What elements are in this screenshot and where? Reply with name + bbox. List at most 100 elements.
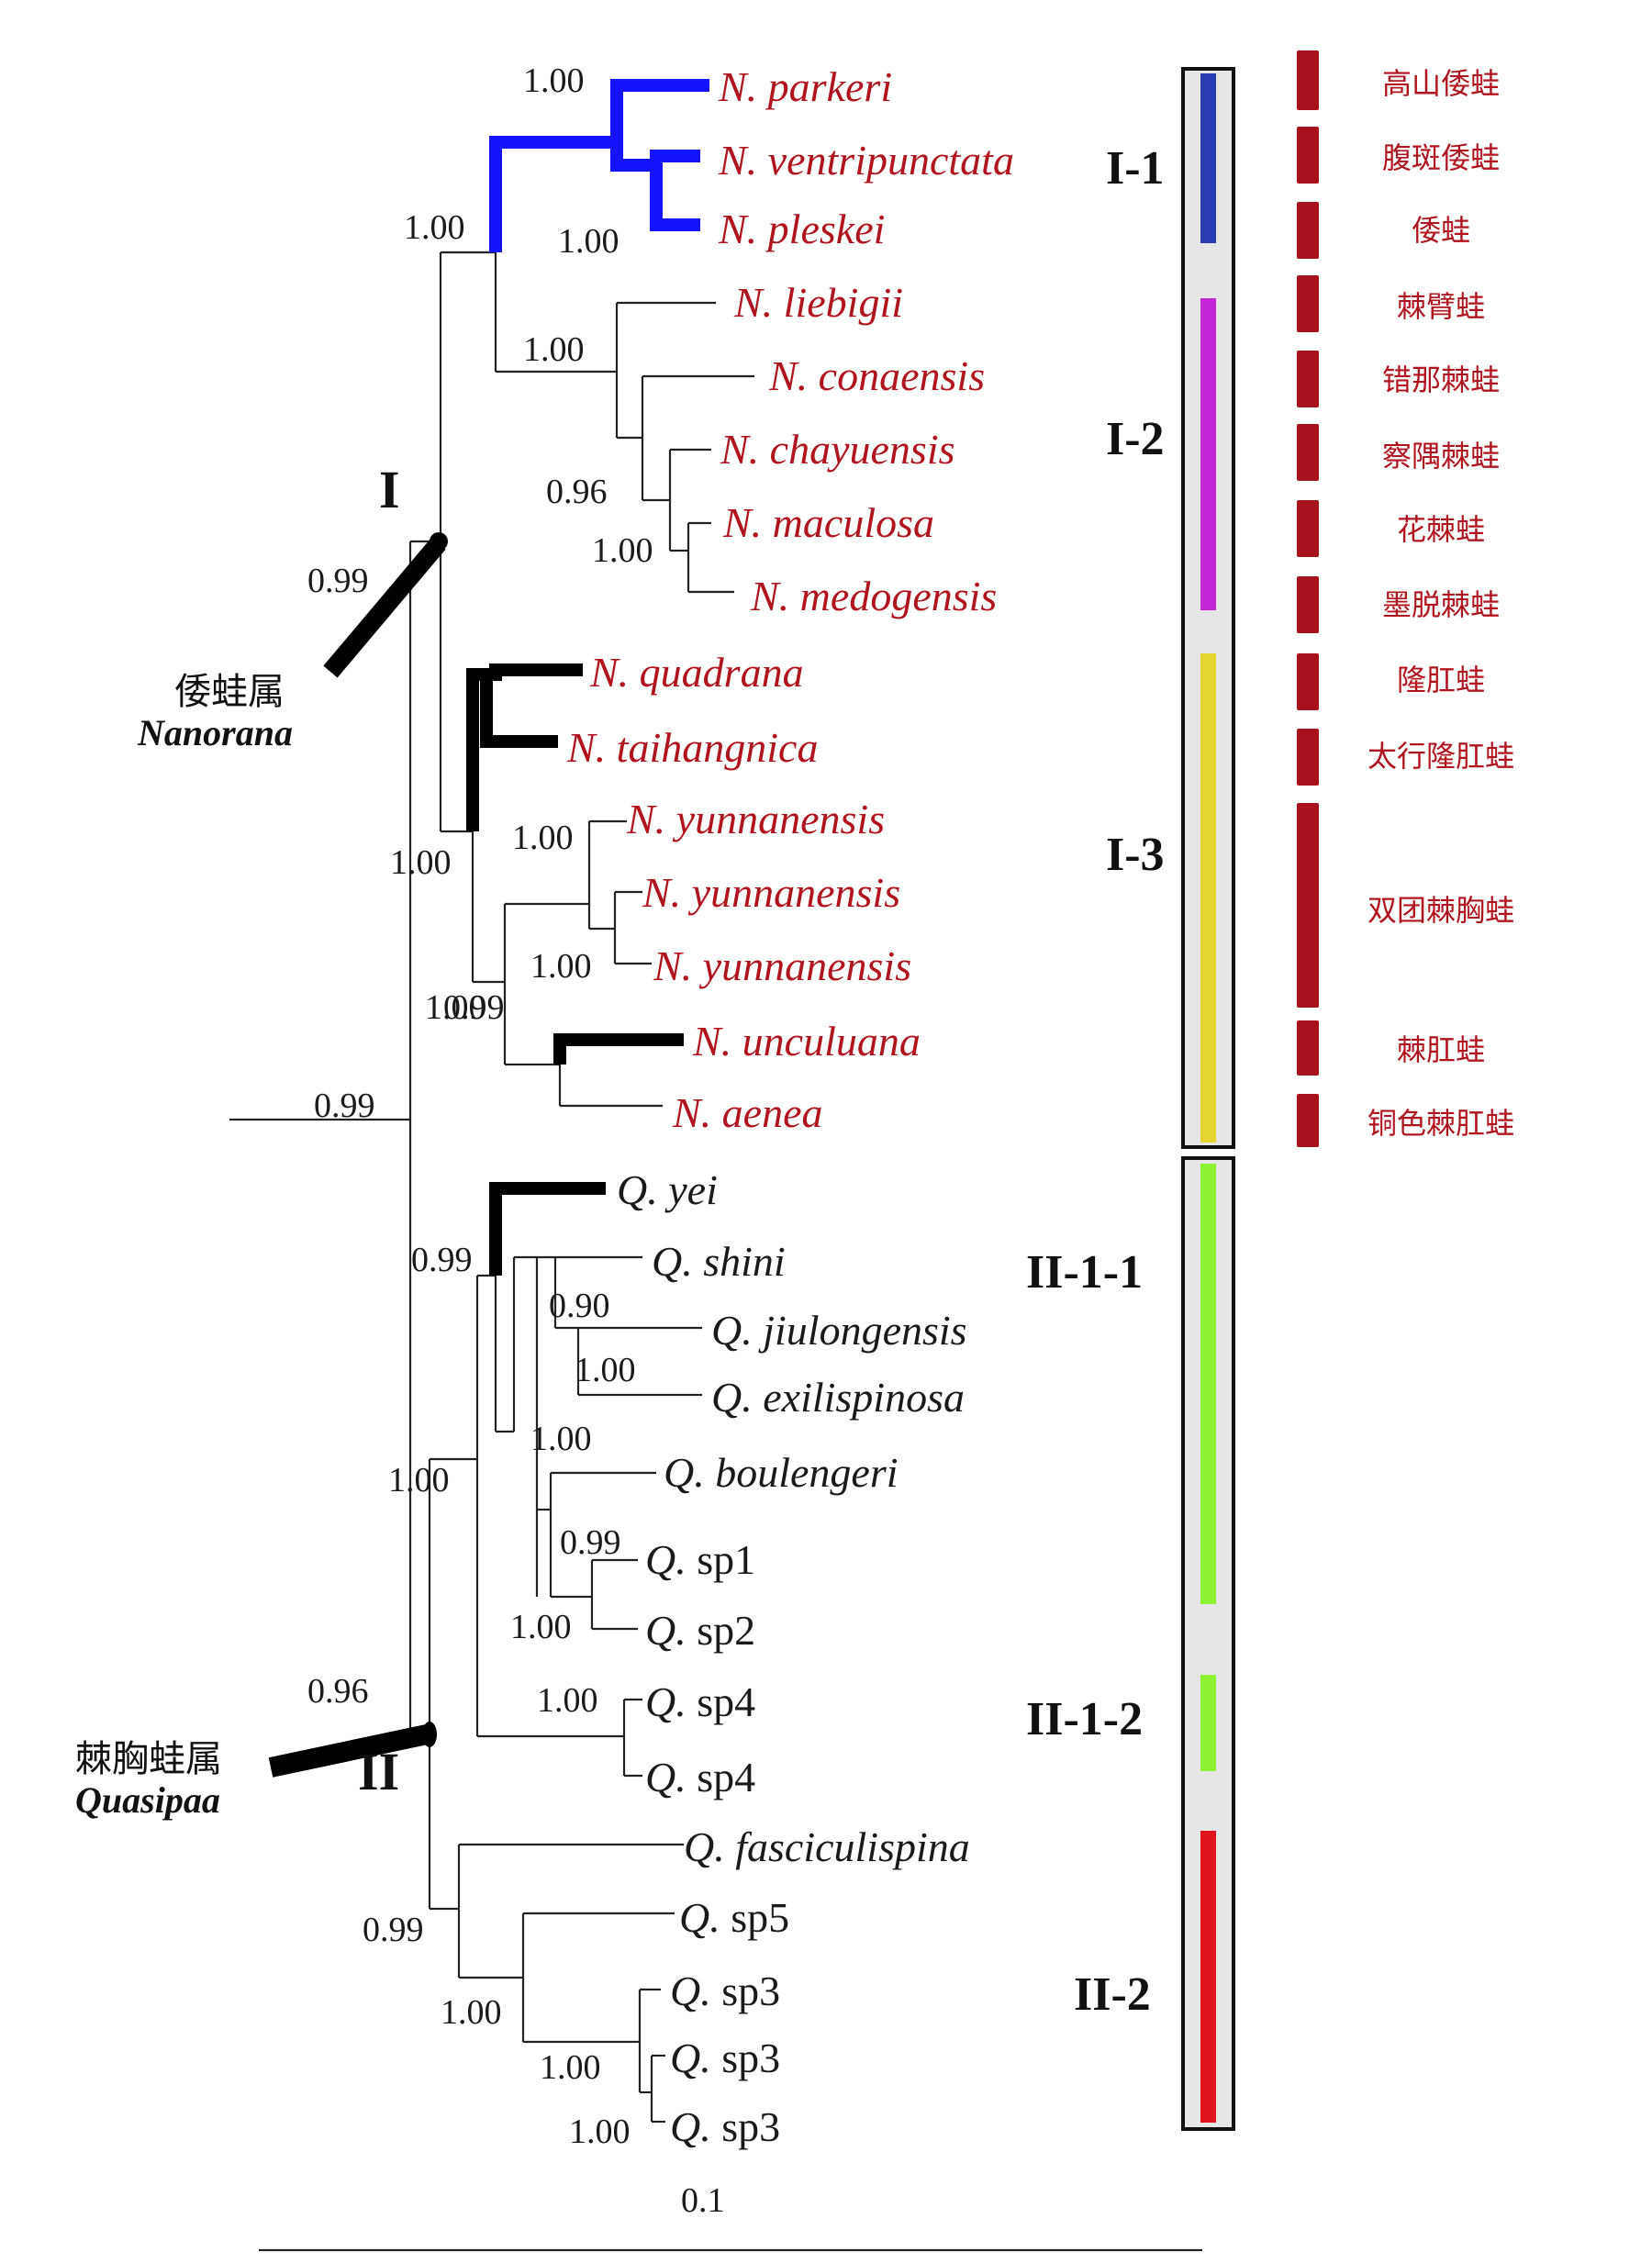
- tip-epithet: jiulongensis: [758, 1307, 966, 1354]
- chinese-species-name: 棘臂蛙: [1397, 289, 1485, 324]
- support-value: 1.00: [388, 1461, 450, 1499]
- chinese-name-bar: [1297, 424, 1319, 481]
- tip-epithet: sp4: [697, 1678, 755, 1725]
- tip-label-quasipaa: Q. jiulongensis: [711, 1307, 967, 1354]
- support-values: 1.00 1.00 1.00 1.00 0.96 1.00 0.99 1.00 1.00 0.99…: [307, 61, 653, 2151]
- support-value: 1.00: [575, 1351, 636, 1389]
- genus-pointers: [268, 532, 448, 1778]
- clade-label-II-1-1: II-1-1: [1026, 1246, 1143, 1299]
- thick-branch-quadrana: [486, 663, 583, 681]
- major-clade-label-I: I: [379, 460, 400, 519]
- chinese-name-bar: [1297, 729, 1319, 786]
- tip-label-quasipaa: Q. sp4: [645, 1678, 755, 1725]
- clade-label-I-2: I-2: [1106, 413, 1165, 465]
- support-value: 1.00: [404, 208, 465, 247]
- support-value: 0.99: [443, 988, 505, 1027]
- support-value: 1.00: [558, 222, 620, 261]
- tip-label-nanorana: N. taihangnica: [566, 724, 818, 771]
- support-value: 0.99: [560, 1523, 621, 1562]
- tip-label-nanorana: N. maculosa: [722, 499, 934, 546]
- chinese-name-bar: [1297, 202, 1319, 259]
- tip-label-quasipaa: Q. sp3: [670, 2103, 780, 2150]
- chinese-species-name: 太行隆肛蛙: [1367, 739, 1514, 774]
- major-clade-label-II: II: [358, 1742, 399, 1801]
- tip-epithet: shini: [703, 1238, 785, 1285]
- tip-genus: Q.: [670, 1968, 721, 2014]
- chinese-name-bar: [1297, 1020, 1319, 1076]
- chinese-species-name: 腹斑倭蛙: [1382, 140, 1500, 175]
- tip-epithet: boulengeri: [715, 1449, 898, 1496]
- scale-bar-label: 0.1: [681, 2181, 725, 2220]
- tip-label-nanorana: N. quadrana: [589, 649, 804, 696]
- genus-label-nanorana-lat: Nanorana: [137, 712, 293, 753]
- chinese-name-bar: [1297, 500, 1319, 557]
- tip-label-quasipaa: Q. sp3: [670, 2034, 780, 2081]
- support-value: 1.00: [569, 2113, 631, 2151]
- black-thick-branches: [466, 663, 684, 1276]
- tip-epithet: sp2: [697, 1607, 755, 1654]
- clade-label-II-2: II-2: [1074, 1968, 1151, 2021]
- tip-label-nanorana: N. pleskei: [718, 206, 885, 252]
- nanorana-tip-labels: N. parkeri N. ventripunctata N. pleskei N. …: [566, 63, 1014, 1136]
- tip-genus: Q.: [679, 1894, 731, 1941]
- chinese-name-bar: [1297, 803, 1319, 1008]
- chinese-species-name: 察隅棘蛙: [1382, 439, 1500, 474]
- tip-label-nanorana: N. ventripunctata: [718, 137, 1014, 184]
- genus-label-quasipaa-lat: Quasipaa: [75, 1779, 220, 1821]
- support-value: 1.00: [512, 819, 574, 857]
- tip-label-nanorana: N. aenea: [672, 1089, 823, 1136]
- tip-label-nanorana: N. yunnanensis: [653, 942, 911, 989]
- support-value: 1.00: [441, 1993, 502, 2032]
- tip-label-quasipaa: Q. fasciculispina: [684, 1823, 970, 1870]
- support-value: 1.00: [530, 1420, 592, 1458]
- thick-branch-yei: [489, 1182, 606, 1276]
- chinese-name-bar: [1297, 127, 1319, 184]
- chinese-species-name: 错那棘蛙: [1382, 362, 1500, 397]
- tip-label-quasipaa: Q. sp3: [670, 1968, 780, 2014]
- support-value: 0.90: [549, 1287, 610, 1325]
- tip-genus: Q.: [645, 1607, 697, 1654]
- clade-bar-II-1-1: [1200, 1164, 1216, 1604]
- tip-epithet: sp4: [697, 1754, 755, 1800]
- chinese-name-bar: [1297, 50, 1319, 110]
- tip-genus: Q.: [670, 2034, 721, 2081]
- tip-label-nanorana: N. conaensis: [768, 352, 985, 399]
- tip-label-quasipaa: Q. yei: [617, 1166, 718, 1213]
- support-value: 0.99: [314, 1087, 375, 1125]
- support-value: 0.99: [363, 1911, 424, 1949]
- clade-labels: I-1 I-2 I-3 II-1-1 II-1-2 II-2: [1026, 142, 1165, 2021]
- support-value: 0.96: [307, 1672, 369, 1711]
- tip-genus: Q.: [652, 1238, 703, 1285]
- tip-epithet: sp5: [731, 1894, 789, 1941]
- tip-genus: Q.: [664, 1449, 715, 1496]
- clade-bar-I-3: [1200, 653, 1216, 1143]
- tip-label-quasipaa: Q. sp5: [679, 1894, 789, 1941]
- chinese-species-name: 铜色棘肛蛙: [1367, 1106, 1514, 1141]
- thick-branch-unculuana: [553, 1033, 684, 1065]
- tip-genus: Q.: [645, 1536, 697, 1583]
- clade-bar-II-1-2: [1200, 1675, 1216, 1771]
- tip-label-nanorana: N. medogensis: [750, 573, 997, 619]
- tip-label-nanorana: N. yunnanensis: [626, 796, 885, 842]
- support-value: 1.00: [510, 1608, 572, 1646]
- clade-bar-II-2: [1200, 1831, 1216, 2123]
- tip-label-nanorana: N. parkeri: [718, 63, 892, 110]
- tip-genus: Q.: [711, 1307, 763, 1354]
- chinese-species-name: 双团棘胸蛙: [1367, 893, 1514, 928]
- chinese-species-name: 墨脱棘蛙: [1382, 587, 1500, 622]
- tip-epithet: yei: [664, 1166, 718, 1213]
- chinese-name-bar: [1297, 576, 1319, 633]
- chinese-species-name: 倭蛙: [1412, 213, 1470, 248]
- tip-genus: Q.: [645, 1678, 697, 1725]
- chinese-species-name: 棘肛蛙: [1397, 1032, 1485, 1067]
- tip-label-quasipaa: Q. shini: [652, 1238, 786, 1285]
- tip-label-quasipaa: Q. sp2: [645, 1607, 755, 1654]
- clade-bar-panel: [1181, 67, 1235, 2131]
- support-value: 0.99: [411, 1241, 473, 1279]
- tip-genus: Q.: [645, 1754, 697, 1800]
- tip-label-quasipaa: Q. sp4: [645, 1754, 755, 1800]
- chinese-name-bar: [1297, 653, 1319, 710]
- blue-branch-inner: [610, 142, 656, 172]
- tip-label-nanorana: N. chayuensis: [720, 426, 955, 473]
- genus-label-quasipaa-cn: 棘胸蛙属: [75, 1738, 222, 1780]
